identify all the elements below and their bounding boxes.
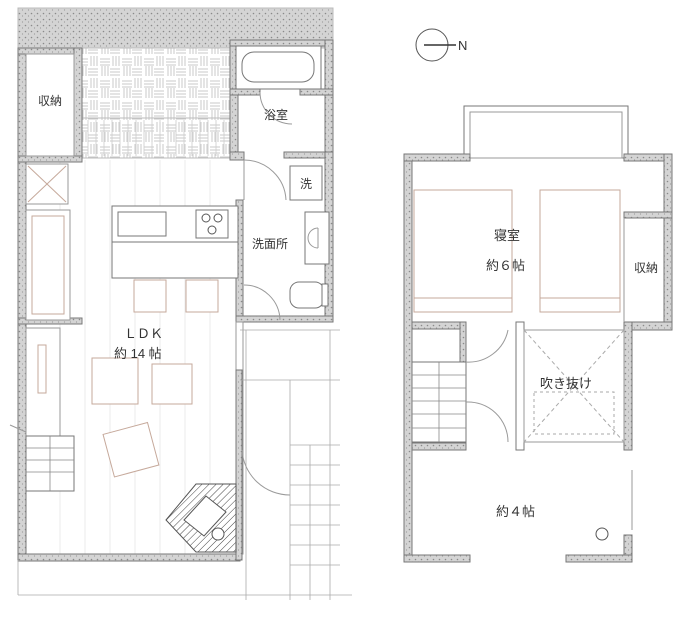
- label-bedroom-size: 約６帖: [486, 258, 525, 273]
- label-wash: 洗: [300, 177, 312, 191]
- washbasin: [304, 211, 330, 265]
- compass: N: [415, 28, 467, 62]
- label-room-size: 約４帖: [496, 504, 535, 519]
- label-bedroom: 寝室: [494, 228, 520, 243]
- armchair: [102, 421, 160, 478]
- label-storage-2f: 収納: [634, 261, 658, 275]
- floor1-plan: [9, 7, 352, 600]
- wall-west-2f: [403, 153, 413, 563]
- stool: [133, 279, 167, 313]
- dining-table: [91, 357, 139, 405]
- label-void: 吹き抜け: [540, 376, 592, 391]
- floor2-plan: [403, 105, 673, 563]
- label-washroom: 洗面所: [252, 237, 288, 251]
- label-ldk: ＬＤＫ: [124, 326, 163, 341]
- label-ldk-size: 約 14 帖: [114, 346, 162, 361]
- bed: [539, 189, 621, 313]
- bathtub: [241, 51, 315, 83]
- island-counter: [111, 241, 239, 279]
- dining-chair: [151, 363, 193, 405]
- stool: [185, 279, 219, 313]
- wall-south-1f: [17, 553, 241, 562]
- label-bath: 浴室: [264, 107, 288, 122]
- label-storage-1f: 収納: [38, 94, 62, 108]
- bed: [413, 189, 513, 313]
- void-area: [523, 329, 625, 443]
- washing-machine: [289, 165, 323, 201]
- terrace-deck: [81, 47, 231, 159]
- toilet: [289, 281, 325, 309]
- compass-label: N: [458, 38, 467, 53]
- wall-west-1f: [17, 47, 27, 561]
